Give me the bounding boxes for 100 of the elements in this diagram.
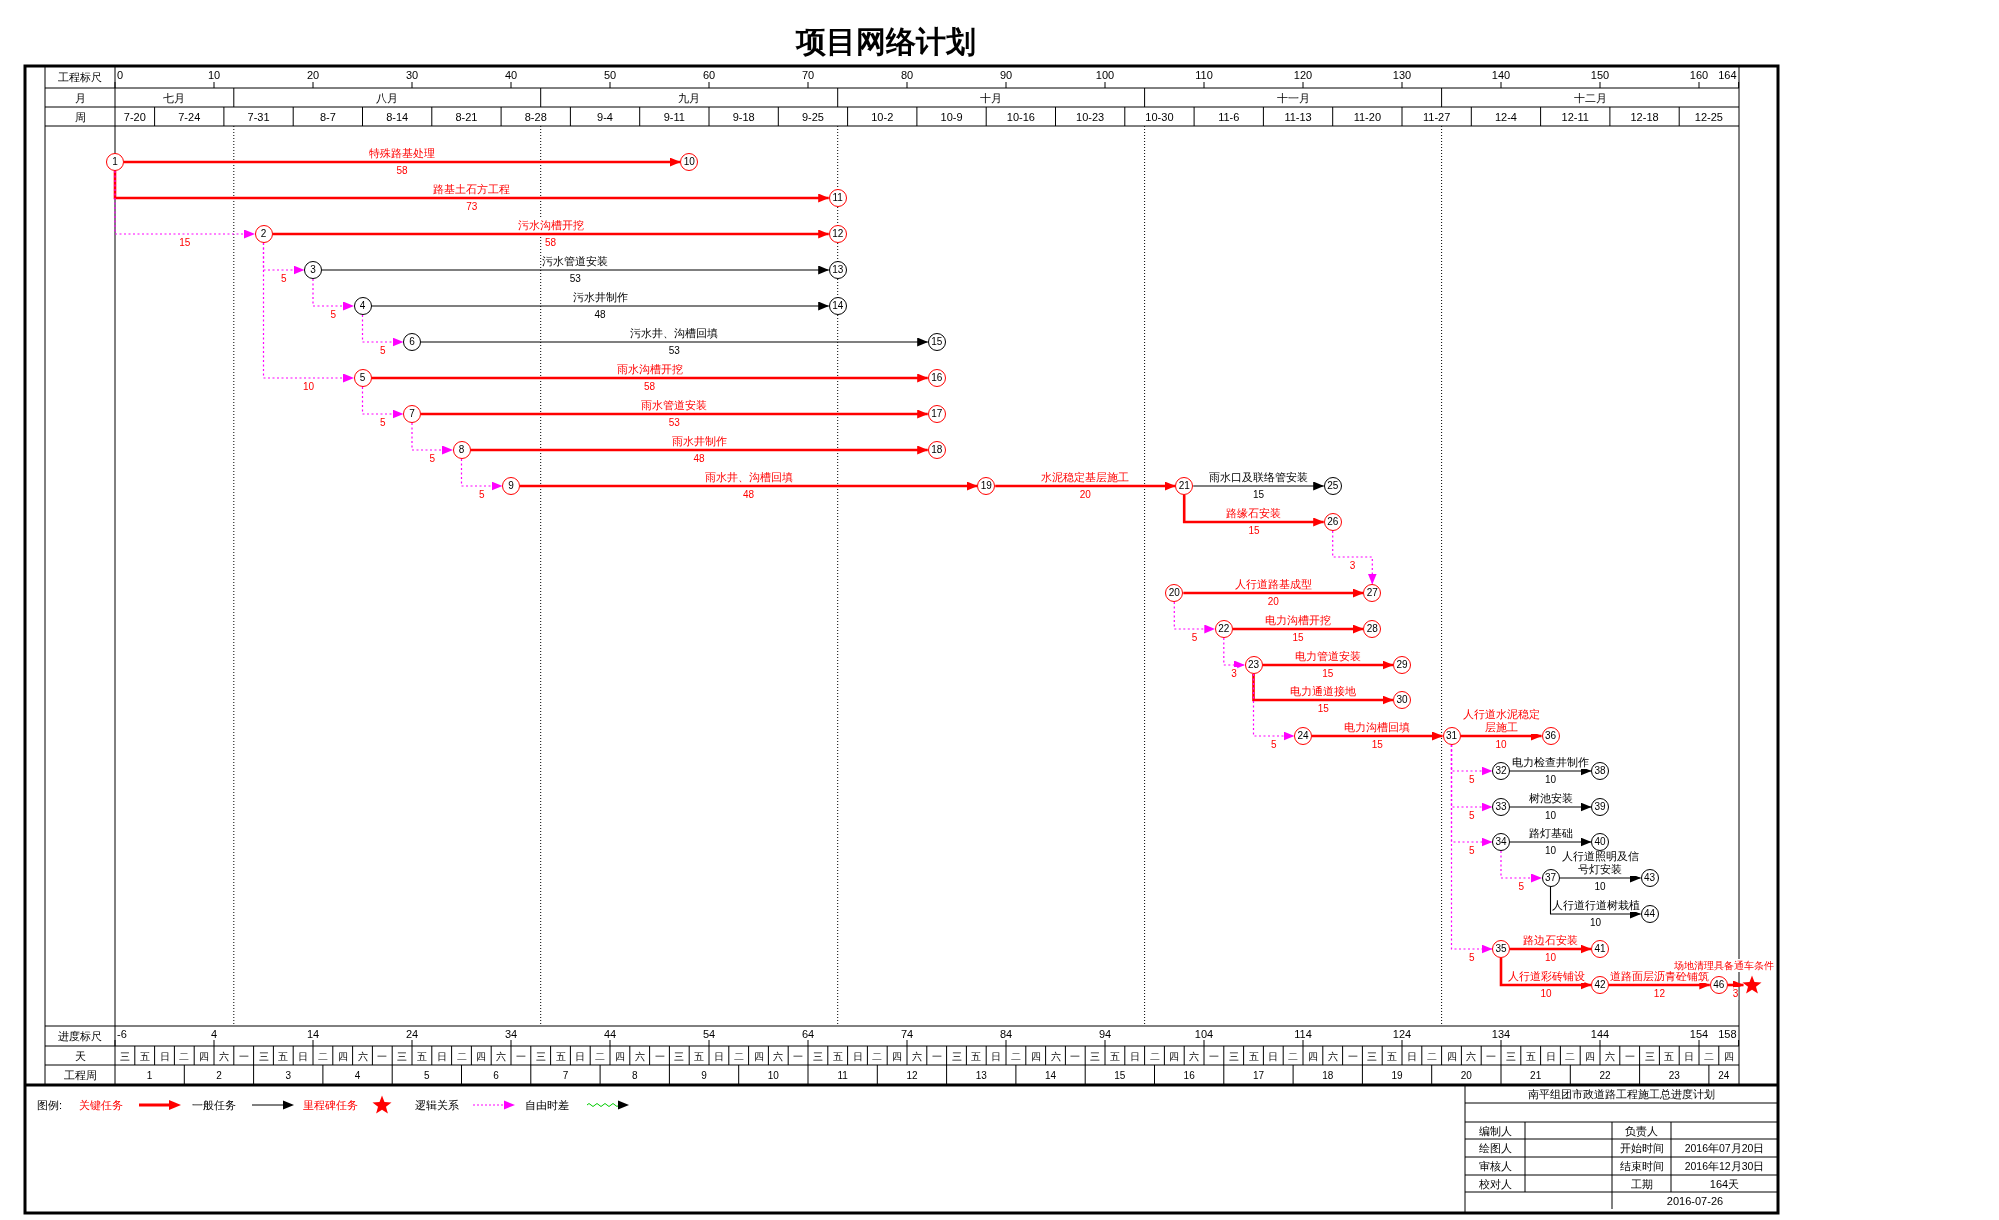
- day-label: 六: [496, 1049, 507, 1062]
- work-week-label: 19: [1391, 1068, 1403, 1082]
- lag-label: 5: [429, 452, 436, 465]
- scale-tick-label: 60: [702, 68, 716, 82]
- day-label: 三: [951, 1049, 962, 1062]
- duration-label: 73: [466, 200, 478, 213]
- event-node: 15: [927, 333, 946, 351]
- event-node: 37: [1541, 869, 1560, 887]
- week-label: 10-23: [1076, 110, 1105, 123]
- event-node: 6: [403, 333, 421, 351]
- work-week-label: 18: [1322, 1068, 1334, 1082]
- event-node: 8: [452, 441, 471, 459]
- activity-label: 路缘石安装: [1226, 507, 1282, 520]
- activity-label: 人行道行道树栽植: [1551, 899, 1640, 912]
- arrow: [1509, 766, 1592, 776]
- day-label: 三: [258, 1049, 269, 1062]
- critical-arrow: [1499, 958, 1592, 990]
- day-label: 六: [1327, 1049, 1338, 1062]
- event-node: 24: [1294, 727, 1312, 745]
- event-node: 42: [1591, 976, 1609, 994]
- day-label: 一: [654, 1049, 665, 1062]
- table-text: 2016-07-26: [1666, 1194, 1724, 1207]
- day-label: 五: [416, 1049, 427, 1062]
- activity-label: 水泥稳定基层施工: [1041, 471, 1130, 484]
- event-node: 43: [1640, 869, 1659, 887]
- day-label: 二: [1565, 1049, 1576, 1062]
- event-node: 10: [680, 153, 699, 171]
- day-label: 二: [595, 1049, 606, 1062]
- lag-label: 3: [1231, 667, 1237, 680]
- duration-label: 10: [1540, 987, 1552, 1000]
- day-label: 一: [1208, 1049, 1219, 1062]
- work-week-label: 9: [701, 1068, 707, 1082]
- scale-tick-label: 64: [801, 1027, 815, 1041]
- day-label: 五: [278, 1049, 289, 1062]
- day-label: 日: [852, 1049, 863, 1062]
- work-week-label: 15: [1114, 1068, 1126, 1082]
- day-label: 一: [1624, 1049, 1635, 1062]
- activity-label: 路基土石方工程: [433, 183, 511, 196]
- critical-arrow: [1727, 980, 1744, 990]
- critical-arrow: [1510, 944, 1592, 954]
- row-header: 进度标尺: [58, 1029, 102, 1043]
- event-node: 34: [1492, 833, 1510, 851]
- day-label: 三: [119, 1049, 130, 1062]
- scale-tick-label: 104: [1194, 1027, 1214, 1041]
- duration-label: 48: [743, 488, 755, 501]
- event-node: 16: [927, 369, 946, 387]
- event-node: 21: [1175, 477, 1194, 495]
- day-label: 六: [911, 1049, 922, 1062]
- week-label: 12-11: [1561, 110, 1589, 123]
- event-node: 14: [828, 297, 847, 315]
- critical-arrow: [1262, 660, 1394, 670]
- row-header: 周: [74, 110, 86, 123]
- day-label: 三: [1644, 1049, 1655, 1062]
- table-text: 结束时间: [1619, 1159, 1664, 1173]
- activity-label: 雨水沟槽开挖: [616, 363, 683, 376]
- work-week-label: 23: [1668, 1068, 1680, 1082]
- duration-label: 15: [1292, 631, 1304, 644]
- activity-label: 雨水管道安装: [641, 399, 708, 412]
- event-node: 1: [106, 153, 124, 171]
- duration-label: 15: [1252, 488, 1264, 501]
- day-label: 四: [614, 1049, 625, 1062]
- lag-label: 5: [1468, 951, 1475, 964]
- event-node: 22: [1214, 620, 1233, 638]
- day-label: 日: [713, 1049, 724, 1062]
- scale-tick-label: 158: [1718, 1027, 1737, 1041]
- row-header: 工程标尺: [58, 70, 102, 84]
- table-text: 164天: [1709, 1177, 1740, 1190]
- week-label: 11-27: [1423, 110, 1451, 123]
- event-node: 44: [1640, 905, 1659, 923]
- row-header: 天: [74, 1049, 86, 1062]
- work-week-label: 14: [1045, 1068, 1057, 1082]
- arrow: [1509, 802, 1592, 812]
- critical-arrow: [124, 157, 681, 167]
- work-week-label: 22: [1599, 1068, 1611, 1082]
- duration-label: 20: [1267, 595, 1279, 608]
- event-node: 20: [1165, 584, 1184, 602]
- day-label: 三: [1090, 1049, 1101, 1062]
- scale-tick-label: 40: [504, 68, 518, 82]
- critical-arrow: [1252, 674, 1394, 705]
- day-label: 二: [1703, 1049, 1714, 1062]
- scale-tick-label: 114: [1294, 1027, 1312, 1041]
- event-node: 13: [828, 261, 847, 279]
- scale-tick-label: 134: [1491, 1027, 1511, 1041]
- critical-arrow: [421, 409, 929, 419]
- day-label: 五: [1248, 1049, 1259, 1062]
- duration-label: 53: [668, 344, 680, 357]
- event-node: 18: [927, 441, 946, 459]
- day-label: 五: [1387, 1049, 1398, 1062]
- week-label: 12-25: [1694, 110, 1723, 123]
- work-week-label: 8: [631, 1068, 638, 1082]
- arrow: [321, 265, 830, 275]
- table-text: 2016年07月20日: [1684, 1141, 1765, 1155]
- event-node: 5: [353, 369, 372, 387]
- row-header: 工程周: [63, 1068, 97, 1082]
- month-label: 十月: [980, 91, 1003, 104]
- event-node: 40: [1591, 833, 1609, 851]
- plan-title: 南平组团市政道路工程施工总进度计划: [1528, 1087, 1715, 1101]
- lag-label: 5: [379, 344, 386, 357]
- month-label: 十二月: [1573, 91, 1607, 104]
- table-text: 工期: [1630, 1177, 1653, 1190]
